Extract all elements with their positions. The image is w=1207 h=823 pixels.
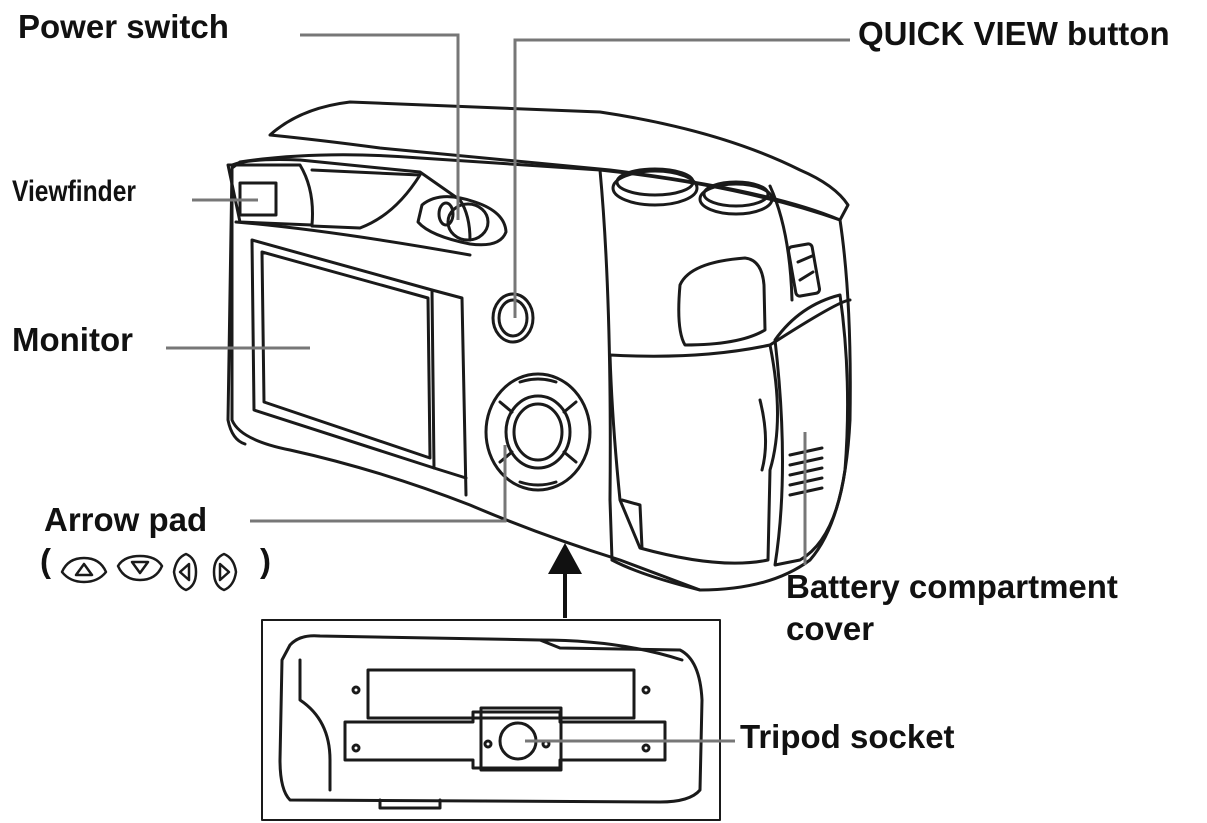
leader-power-switch [300, 33, 460, 220]
leader-arrow-pad [250, 445, 507, 523]
arrow-pad-paren-close: ) [260, 542, 271, 579]
arrow-up-icon [60, 556, 108, 584]
label-tripod-socket: Tripod socket [740, 718, 955, 755]
arrow-right-icon [212, 552, 238, 592]
label-battery-cover-line1: Battery compartment [786, 568, 1118, 605]
camera-body [226, 100, 852, 592]
quick-view-button-shape [491, 292, 535, 344]
label-battery-cover-line2: cover [786, 610, 875, 647]
bottom-view-frame [261, 619, 721, 821]
arrow-pad-glyphs [60, 552, 238, 592]
power-switch-shape [416, 195, 508, 247]
viewfinder-shape [226, 163, 472, 257]
monitor-shape [250, 238, 468, 497]
label-viewfinder: Viewfinder [12, 175, 136, 208]
label-arrow-pad: Arrow pad [44, 501, 208, 538]
label-power-switch: Power switch [18, 8, 229, 45]
arrow-down-icon [116, 554, 164, 582]
view-direction-arrow [548, 543, 582, 618]
label-monitor: Monitor [12, 321, 133, 358]
arrow-left-icon [172, 552, 198, 592]
label-quick-view-button: QUICK VIEW button [858, 15, 1170, 52]
leader-quick-view [513, 38, 850, 318]
arrow-pad-shape [484, 372, 592, 492]
arrow-pad-paren-open: ( [40, 542, 51, 579]
leader-lines [166, 33, 850, 743]
camera-bottom-view [278, 634, 704, 810]
